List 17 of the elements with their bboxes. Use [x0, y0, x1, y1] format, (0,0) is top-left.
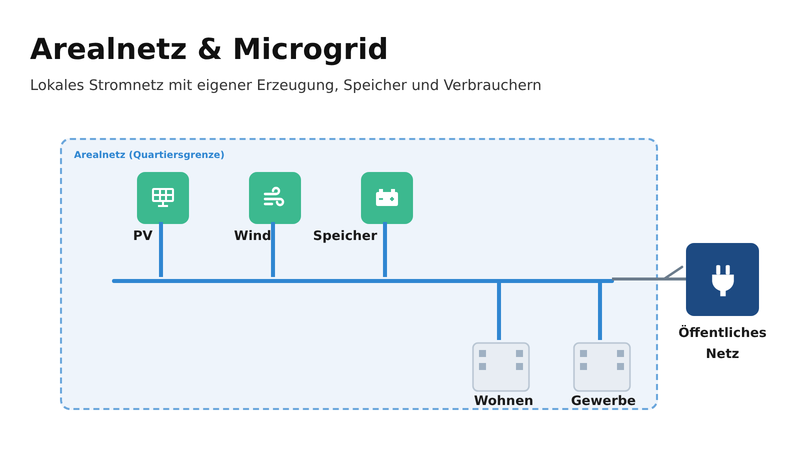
node-label: Öffentliches Netz — [677, 324, 768, 364]
connector-line — [497, 281, 501, 340]
connector-line — [271, 222, 275, 277]
bus-bar — [112, 279, 614, 283]
node-label: Wind — [234, 229, 272, 244]
node-label: Wohnen — [474, 394, 534, 409]
node-label: Speicher — [313, 229, 378, 244]
subtitle: Lokales Stromnetz mit eigener Erzeugung, Speicher und Verbrauchern — [30, 78, 542, 94]
title: Arealnetz & Microgrid — [30, 32, 388, 66]
boundary-area — [60, 138, 658, 410]
area-label: Arealnetz (Quartiersgrenze) — [74, 150, 225, 161]
connector-line — [383, 222, 387, 277]
connector-line — [159, 222, 163, 277]
connector-line — [612, 278, 686, 280]
connector-line — [598, 281, 602, 340]
node-label: PV — [133, 229, 153, 244]
node-label: Gewerbe — [571, 394, 636, 409]
